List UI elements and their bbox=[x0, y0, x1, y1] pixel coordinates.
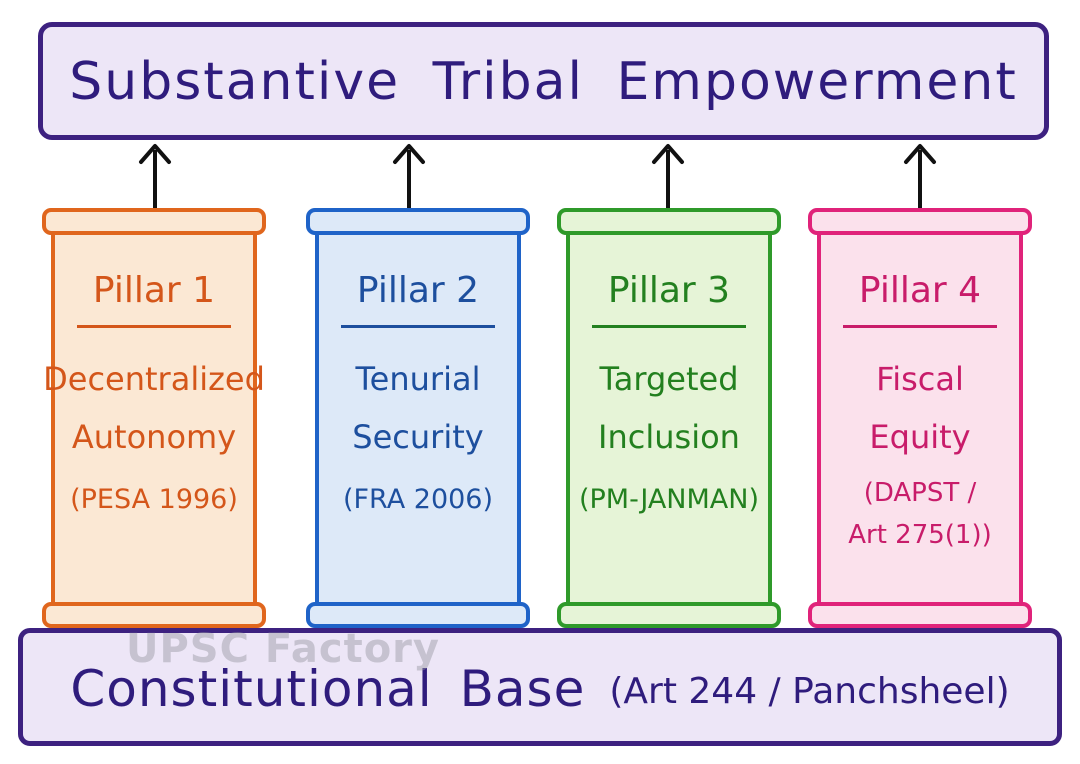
foundation-subtitle: (Art 244 / Panchsheel) bbox=[609, 670, 1010, 712]
foundation-title: Constitutional Base bbox=[70, 660, 586, 718]
pillar-shaft bbox=[566, 233, 772, 605]
watermark: UPSC Factory bbox=[126, 626, 440, 672]
goal-title: Substantive Tribal Empowerment bbox=[69, 52, 1018, 112]
arrow-up-icon bbox=[139, 144, 171, 210]
pillar-capital bbox=[557, 208, 781, 235]
pillar-plinth bbox=[557, 602, 781, 628]
pillar-heading: Pillar 4 bbox=[843, 267, 997, 328]
arrow-up-icon bbox=[652, 144, 684, 210]
pillar-heading: Pillar 3 bbox=[592, 267, 746, 328]
foundation-box: Constitutional Base (Art 244 / Panchshee… bbox=[18, 628, 1062, 746]
pillar-title: Tenurial Security bbox=[352, 360, 484, 456]
pillar-shaft bbox=[315, 233, 521, 605]
pillar-capital bbox=[808, 208, 1032, 235]
pillar-source: (DAPST / Art 275(1)) bbox=[848, 478, 992, 550]
pillar-capital bbox=[42, 208, 266, 235]
pillar-heading: Pillar 1 bbox=[77, 267, 231, 328]
pillar-1: Pillar 1 Decentralized Autonomy (PESA 19… bbox=[42, 208, 266, 628]
pillar-title: Targeted Inclusion bbox=[598, 360, 740, 456]
pillar-title: Decentralized Autonomy bbox=[43, 360, 265, 456]
pillar-title: Fiscal Equity bbox=[869, 360, 971, 456]
pillar-plinth bbox=[808, 602, 1032, 628]
pillar-plinth bbox=[42, 602, 266, 628]
pillar-shaft bbox=[817, 233, 1023, 605]
pillar-source: (FRA 2006) bbox=[342, 484, 494, 515]
pillar-4: Pillar 4 Fiscal Equity (DAPST / Art 275(… bbox=[808, 208, 1032, 628]
arrow-up-icon bbox=[393, 144, 425, 210]
pillar-shaft bbox=[51, 233, 257, 605]
pillar-capital bbox=[306, 208, 530, 235]
pillar-3: Pillar 3 Targeted Inclusion (PM-JANMAN) bbox=[557, 208, 781, 628]
pillar-heading: Pillar 2 bbox=[341, 267, 495, 328]
goal-box: Substantive Tribal Empowerment bbox=[38, 22, 1049, 140]
pillar-source: (PM-JANMAN) bbox=[578, 484, 759, 515]
pillar-source: (PESA 1996) bbox=[70, 484, 238, 515]
pillar-2: Pillar 2 Tenurial Security (FRA 2006) bbox=[306, 208, 530, 628]
pillar-plinth bbox=[306, 602, 530, 628]
arrow-up-icon bbox=[904, 144, 936, 210]
